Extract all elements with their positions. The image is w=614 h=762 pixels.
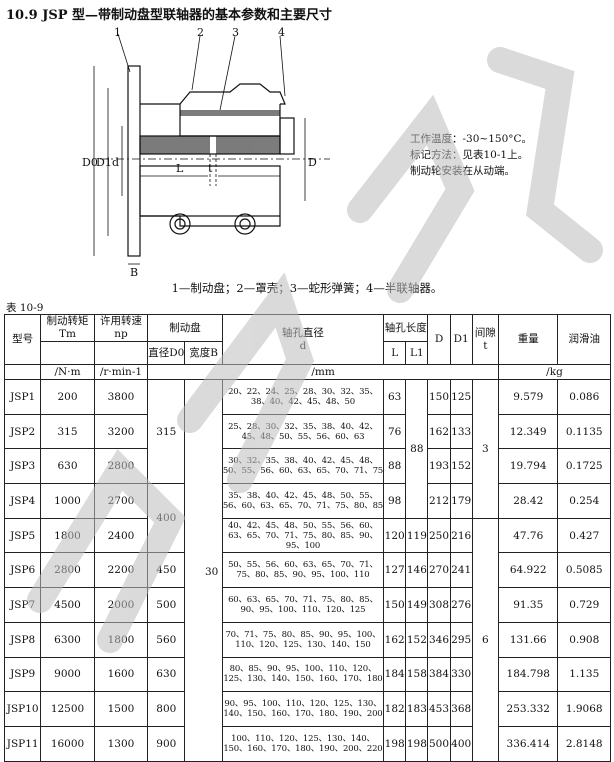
callout-2: 2 [197, 26, 204, 39]
dim-b: B [130, 266, 138, 276]
hatch-right [216, 136, 280, 154]
header-d: D [427, 314, 451, 365]
unit-torque: /N·m [40, 364, 95, 380]
header-disk: 制动盘 [147, 314, 223, 342]
merged-gap-3: 3 [471, 379, 499, 519]
unit-mm: /mm [147, 364, 499, 380]
header-length: 轴孔长度 [383, 314, 429, 342]
brake-disk [127, 65, 141, 257]
callout-4: 4 [278, 26, 285, 39]
callout-1: 1 [114, 26, 121, 39]
dim-d1: D1 [96, 156, 112, 169]
notes: 工作温度：-30~150°C。 标记方法：见表10-1上。 制动轮安装在从动端。 [410, 131, 532, 179]
header-l: L [383, 341, 407, 365]
page-title: 10.9 JSP 型—带制动盘型联轴器的基本参数和主要尺寸 [6, 8, 333, 23]
unit-kg: /kg [497, 364, 612, 380]
merged-l1-88: 88 [405, 379, 429, 519]
note-temperature: 工作温度：-30~150°C。 [410, 133, 533, 145]
merged-d0-400: 400 [147, 483, 186, 554]
dim-l: L [176, 162, 184, 175]
part-caption: 1—制动盘；2—罩壳；3—蛇形弹簧；4—半联轴器。 [171, 281, 443, 295]
cover-outline [140, 83, 286, 105]
header-weight: 重量 [497, 314, 559, 365]
note-marking: 标记方法：见表10-1上。 [410, 149, 529, 161]
merged-b-30: 30 [205, 566, 219, 578]
table-label: 表 10-9 [6, 302, 44, 314]
dim-d: d [112, 156, 119, 169]
half-coupling-right [279, 117, 295, 155]
coupling-drawing: 1 2 3 4 D0 D1 d L t D B [82, 26, 330, 276]
note-install: 制动轮安装在从动端。 [410, 165, 515, 177]
header-oil: 润滑油 [557, 314, 611, 365]
header-d1: D1 [449, 314, 473, 365]
merged-gap-6: 6 [471, 517, 499, 762]
header-model: 型号 [3, 314, 42, 365]
header-d0: 直径D0 [147, 341, 186, 365]
callout-3: 3 [232, 26, 239, 39]
dim-d0: D0 [82, 156, 98, 169]
header-l1: L1 [405, 341, 429, 365]
hatch-left [140, 136, 210, 154]
dim-big-d: D [308, 156, 317, 169]
dim-t: t [208, 162, 213, 175]
merged-d0-315: 315 [147, 378, 186, 485]
unit-speed: /r·min-1 [93, 364, 149, 380]
header-b: 宽度B [184, 341, 223, 365]
